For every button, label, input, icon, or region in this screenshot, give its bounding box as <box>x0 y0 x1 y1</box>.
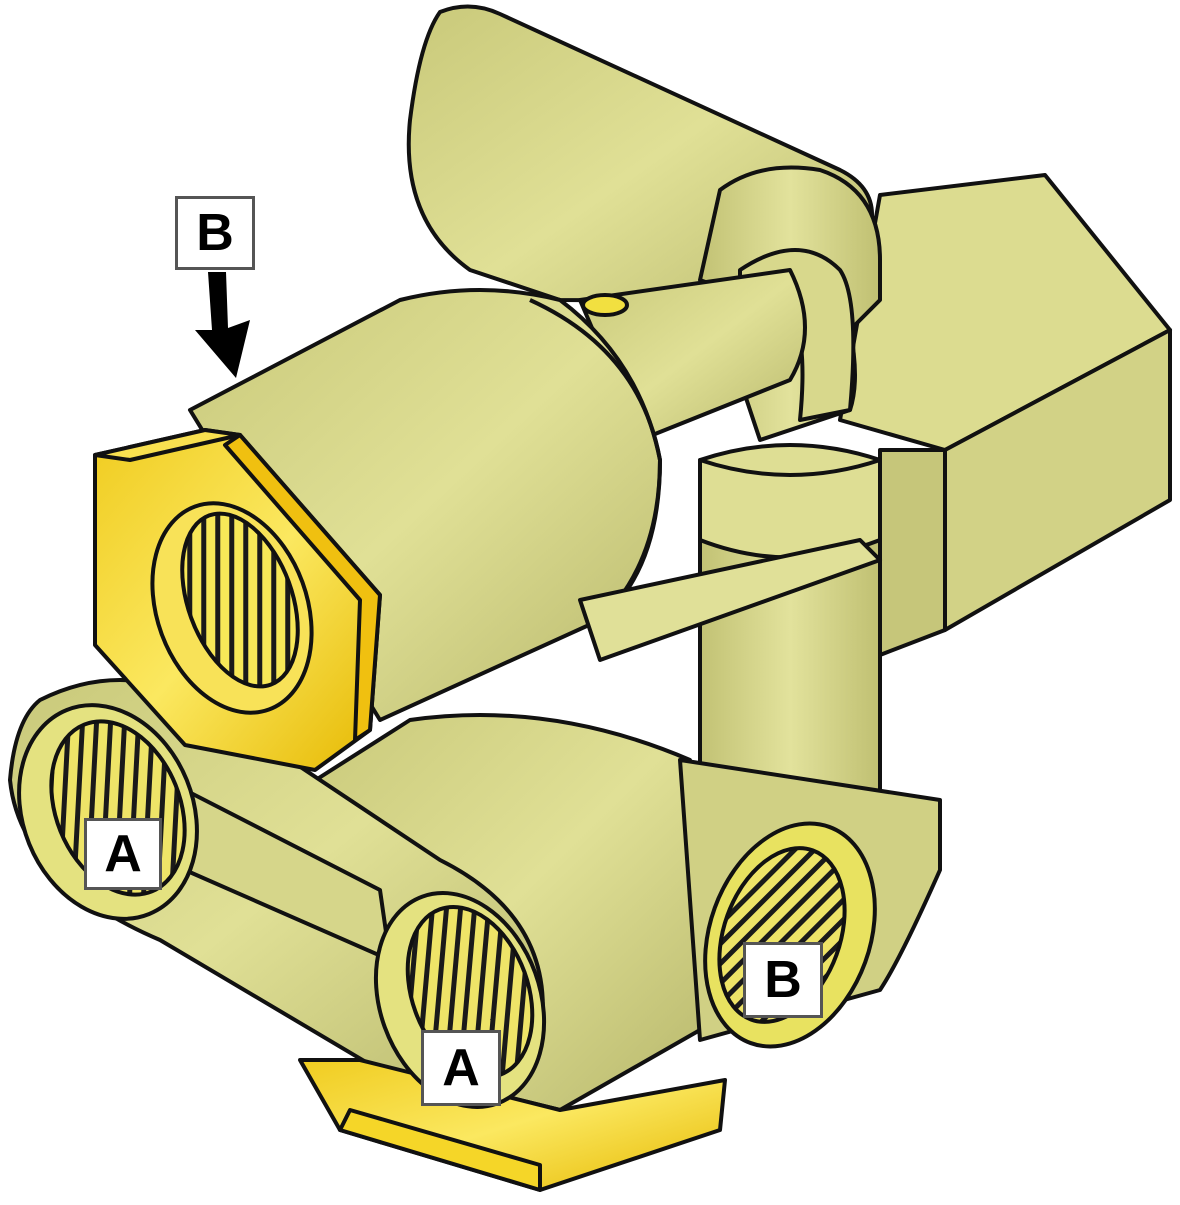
port-label-center-a: A <box>421 1030 501 1106</box>
right-block <box>838 173 1172 657</box>
main-cylinder <box>188 288 662 722</box>
bottom-hex-flange <box>298 1058 727 1192</box>
port-label-left-a: A <box>84 818 162 890</box>
port-label-top-b: B <box>175 196 255 270</box>
port-label-right-b: B <box>743 942 823 1018</box>
bracket-plate <box>578 538 882 662</box>
port-a-center <box>373 891 547 1109</box>
hex-nut-fitting <box>93 428 382 772</box>
down-arrow-icon <box>195 272 250 378</box>
